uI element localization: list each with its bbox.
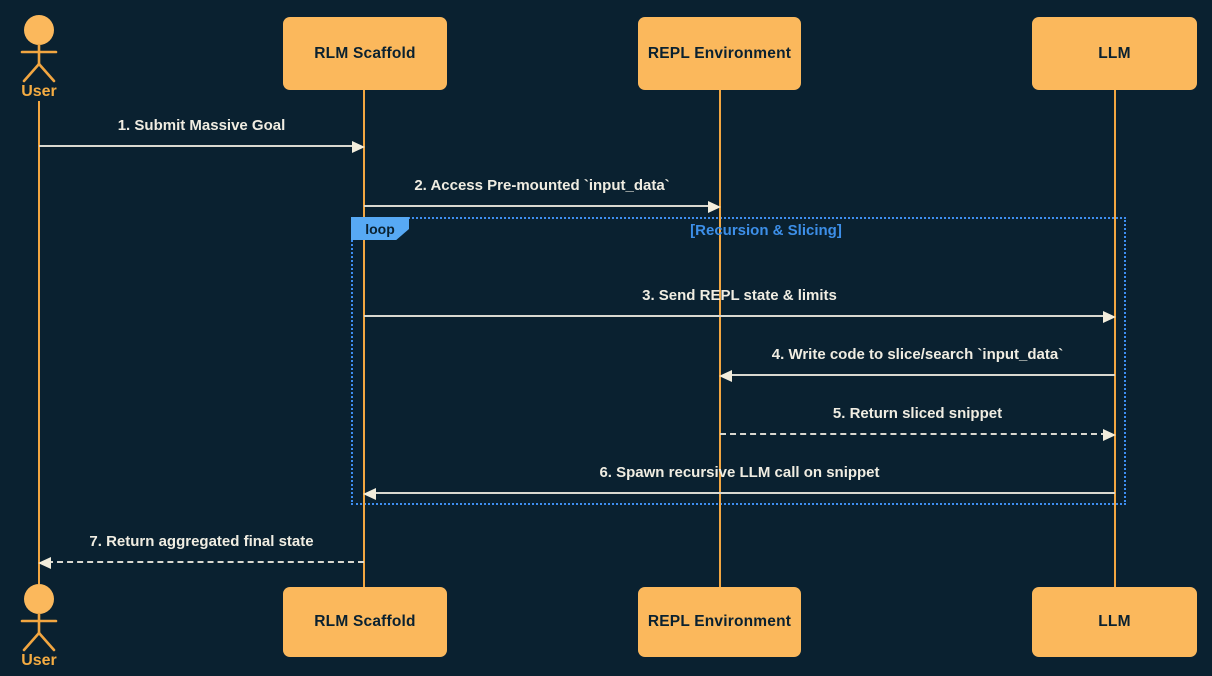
lifeline-repl-environment xyxy=(719,89,721,588)
message-label: 4. Write code to slice/search `input_dat… xyxy=(771,346,1064,363)
message-label: 7. Return aggregated final state xyxy=(89,533,314,550)
participant-label: REPL Environment xyxy=(647,613,792,630)
lifeline-rlm-scaffold xyxy=(363,89,365,588)
actor-label-user-top: User xyxy=(21,83,57,100)
message-4: 4. Write code to slice/search `input_dat… xyxy=(719,344,1115,382)
actor-body xyxy=(20,43,58,83)
arrowhead-left-icon xyxy=(719,370,732,382)
actor-head xyxy=(24,15,54,45)
loop-label-badge: loop xyxy=(351,217,409,240)
participant-box-rlm-scaffold-bottom: RLM Scaffold xyxy=(283,587,447,657)
participant-label: LLM xyxy=(1098,44,1131,62)
message-label: 6. Spawn recursive LLM call on snippet xyxy=(599,464,880,481)
message-2: 2. Access Pre-mounted `input_data` xyxy=(364,175,721,213)
message-arrow-line xyxy=(39,145,356,147)
message-5: 5. Return sliced snippet xyxy=(720,403,1116,441)
user-actor-figure-top xyxy=(20,15,58,83)
message-label: 1. Submit Massive Goal xyxy=(117,117,286,134)
arrowhead-left-icon xyxy=(38,557,51,569)
actor-label-user-bottom: User xyxy=(21,652,57,669)
message-arrow-line xyxy=(364,205,712,207)
lifeline-user xyxy=(38,101,40,584)
lifeline-llm xyxy=(1114,89,1116,588)
participant-box-llm-top: LLM xyxy=(1032,17,1197,90)
participant-label: REPL Environment xyxy=(647,44,792,62)
loop-title: [Recursion & Slicing] xyxy=(690,222,842,239)
message-arrow-line xyxy=(728,374,1115,376)
actor-head xyxy=(24,584,54,614)
arrowhead-left-icon xyxy=(363,488,376,500)
participant-box-repl-environment-bottom: REPL Environment xyxy=(638,587,801,657)
participant-box-repl-environment-top: REPL Environment xyxy=(638,17,801,90)
message-arrow-line-dashed xyxy=(47,561,364,563)
user-actor-figure-bottom xyxy=(20,584,58,652)
participant-label: RLM Scaffold xyxy=(314,613,416,630)
arrowhead-right-icon xyxy=(1103,311,1116,323)
message-1: 1. Submit Massive Goal xyxy=(39,115,365,153)
participant-box-llm-bottom: LLM xyxy=(1032,587,1197,657)
loop-frame xyxy=(351,217,1126,505)
message-arrow-line xyxy=(372,492,1115,494)
loop-label: loop xyxy=(365,220,395,237)
participant-box-rlm-scaffold-top: RLM Scaffold xyxy=(283,17,447,90)
message-arrow-line-dashed xyxy=(720,433,1107,435)
arrowhead-right-icon xyxy=(352,141,365,153)
message-arrow-line xyxy=(364,315,1107,317)
message-7: 7. Return aggregated final state xyxy=(38,531,364,569)
arrowhead-right-icon xyxy=(1103,429,1116,441)
participant-label: LLM xyxy=(1098,613,1131,630)
message-3: 3. Send REPL state & limits xyxy=(364,285,1116,323)
actor-body xyxy=(20,612,58,652)
message-label: 2. Access Pre-mounted `input_data` xyxy=(414,177,670,194)
message-label: 3. Send REPL state & limits xyxy=(642,287,837,304)
participant-label: RLM Scaffold xyxy=(314,44,416,62)
arrowhead-right-icon xyxy=(708,201,721,213)
message-6: 6. Spawn recursive LLM call on snippet xyxy=(363,462,1115,500)
message-label: 5. Return sliced snippet xyxy=(832,405,1003,422)
